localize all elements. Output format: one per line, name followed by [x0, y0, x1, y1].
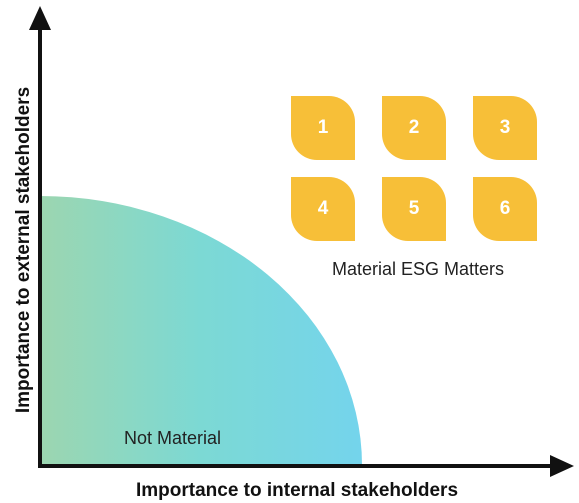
matter-leaf-3: 3: [473, 96, 537, 160]
y-axis-arrowhead: [29, 6, 51, 30]
matter-leaf-4: 4: [291, 177, 355, 241]
y-axis-title: Importance to external stakeholders: [13, 86, 34, 414]
x-axis-arrowhead: [550, 455, 574, 477]
not-material-region: [40, 196, 362, 465]
matter-leaf-1: 1: [291, 96, 355, 160]
matter-leaf-5: 5: [382, 177, 446, 241]
matter-leaf-6: 6: [473, 177, 537, 241]
not-material-label: Not Material: [124, 428, 222, 448]
material-esg-matters-label: Material ESG Matters: [331, 259, 505, 279]
matter-leaf-2: 2: [382, 96, 446, 160]
x-axis-title: Importance to internal stakeholders: [135, 480, 459, 501]
